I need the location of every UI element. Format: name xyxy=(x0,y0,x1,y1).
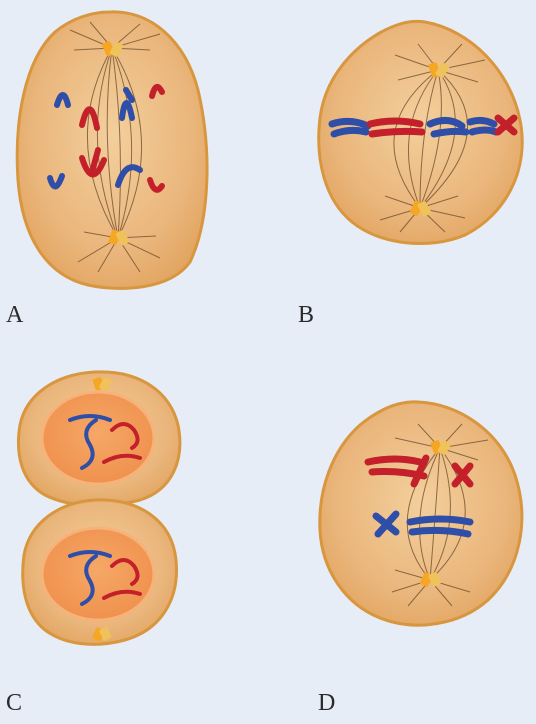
chromosome-red xyxy=(370,121,420,124)
panel-label-c: C xyxy=(6,690,22,717)
panel-label-a: A xyxy=(6,302,23,329)
cell-d-prometaphase xyxy=(320,402,522,625)
chromosome-blue xyxy=(434,131,466,134)
chromosome-red xyxy=(368,459,420,462)
cell-b-metaphase xyxy=(319,21,522,243)
chromosome-blue xyxy=(470,120,494,124)
cell-a-anaphase xyxy=(17,12,207,289)
chromosome-blue xyxy=(334,130,366,134)
cell-c-telophase xyxy=(18,372,179,644)
chromosome-blue xyxy=(412,530,468,534)
chromosome-red xyxy=(372,131,422,134)
chromosome-blue xyxy=(410,519,470,522)
panel-label-b: B xyxy=(298,302,314,329)
panel-label-d: D xyxy=(318,690,335,717)
cell-d-membrane xyxy=(320,402,522,625)
chromosome-blue xyxy=(472,130,496,132)
